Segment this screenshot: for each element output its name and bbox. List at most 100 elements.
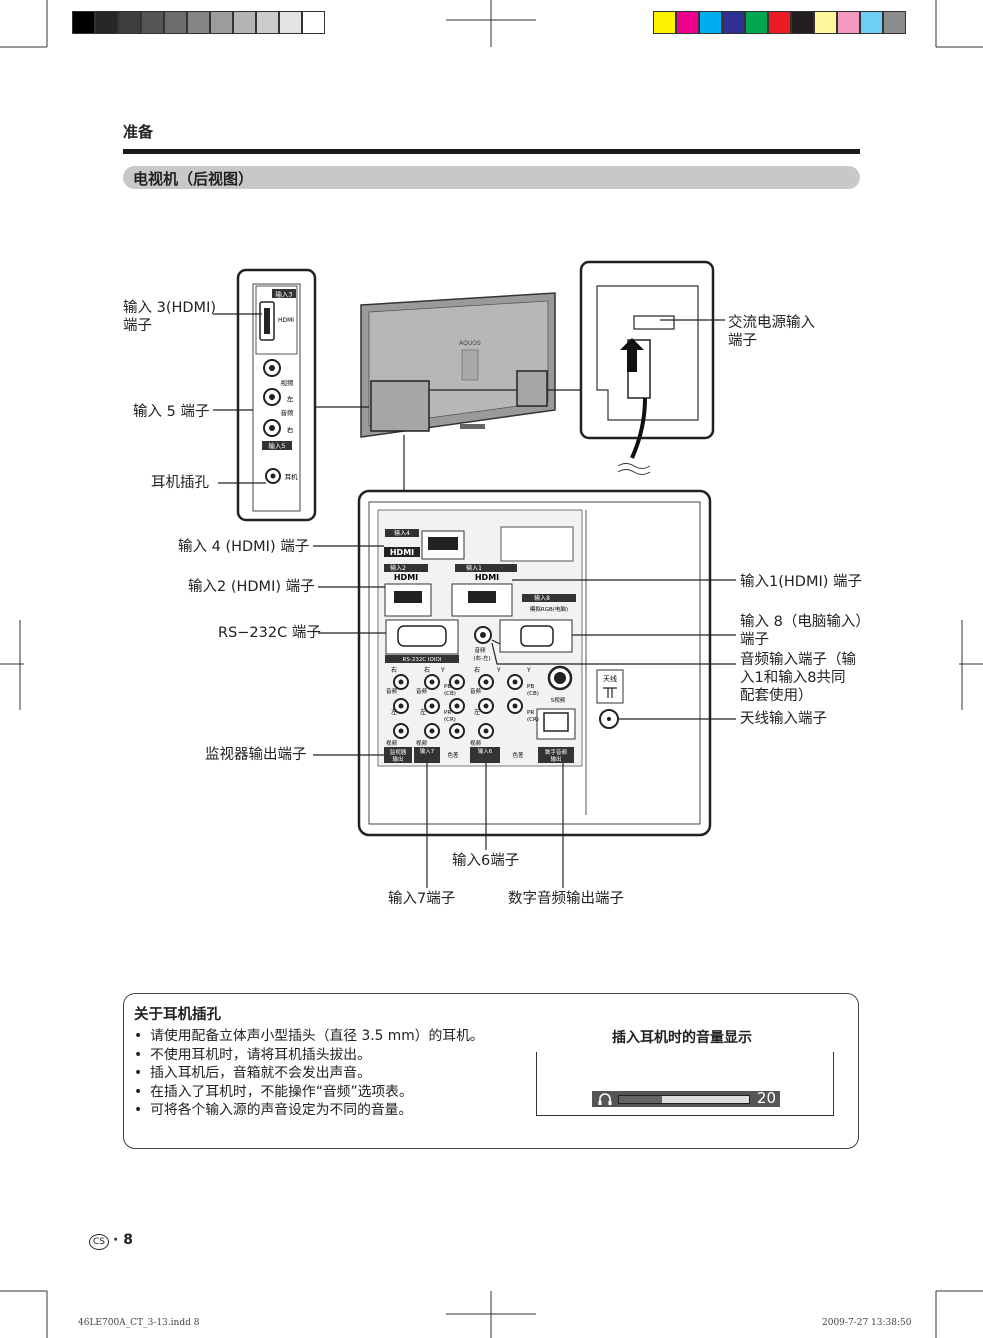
subsection-banner: 电视机（后视图）	[123, 166, 860, 189]
color-swatch	[233, 11, 256, 34]
label-monitor-output: 监视器输出端子	[205, 747, 307, 763]
color-swatch	[210, 11, 233, 34]
footer-file: 46LE700A_CT_3-13.indd 8	[78, 1318, 200, 1328]
svg-text:音频: 音频	[416, 687, 428, 695]
svg-text:PR: PR	[527, 710, 534, 716]
subsection-title: 电视机（后视图）	[133, 170, 254, 188]
label-hdmi2-terminal: 输入2 (HDMI) 端子	[188, 579, 315, 595]
svg-text:输出: 输出	[392, 755, 403, 763]
color-swatch	[791, 11, 814, 34]
svg-text:视频: 视频	[386, 739, 398, 747]
svg-text:右: 右	[424, 666, 430, 674]
list-item: 可将各个输入源的声音设定为不同的音量。	[134, 1101, 484, 1120]
ac-inlet-inset	[579, 260, 715, 475]
color-swatch	[768, 11, 791, 34]
svg-text:HDMI: HDMI	[394, 573, 418, 582]
svg-text:右: 右	[391, 666, 397, 674]
svg-text:HDMI: HDMI	[475, 573, 499, 582]
svg-text:输入4: 输入4	[394, 529, 410, 537]
color-swatch	[187, 11, 210, 34]
note-title: 关于耳机插孔	[134, 1007, 221, 1023]
list-item: 在插入了耳机时，不能操作“音频”选项表。	[134, 1083, 484, 1102]
svg-text:Y: Y	[440, 667, 445, 674]
headphone-icon	[598, 1093, 612, 1105]
label-antenna-input: 天线输入端子	[740, 711, 827, 727]
label-digital-audio-output: 数字音频输出端子	[508, 891, 624, 907]
svg-text:左: 左	[420, 708, 426, 716]
label-headphone-jack: 耳机插孔	[151, 475, 209, 491]
label-input6-terminal: 输入6端子	[452, 853, 520, 869]
color-swatch	[722, 11, 745, 34]
svg-text:音频: 音频	[470, 687, 482, 695]
svg-text:视频: 视频	[416, 739, 428, 747]
svg-text:(CR): (CR)	[444, 717, 456, 723]
label-hdmi1-terminal: 输入1(HDMI) 端子	[740, 574, 863, 590]
svg-text:左: 左	[287, 394, 294, 403]
side-panel-inset: 输入3 HDMI 视频 左 音频 右 输入5 耳机	[236, 268, 317, 522]
volume-display-title: 插入耳机时的音量显示	[612, 1030, 752, 1046]
svg-text:数字音频: 数字音频	[545, 748, 568, 756]
svg-text:左: 左	[391, 708, 397, 716]
svg-text:S视频: S视频	[551, 696, 566, 704]
svg-text:Y: Y	[526, 667, 531, 674]
page-number: CS· 8	[89, 1232, 133, 1250]
list-item: 插入耳机后，音箱就不会发出声音。	[134, 1064, 484, 1083]
color-swatch	[883, 11, 906, 34]
label-hdmi3-terminal: 输入 3(HDMI)端子	[123, 300, 217, 334]
volume-osd-bar: 20	[592, 1089, 780, 1107]
svg-text:输出: 输出	[550, 755, 561, 763]
svg-text:右: 右	[287, 425, 294, 434]
svg-text:(右-左): (右-左)	[473, 654, 490, 662]
note-list: 请使用配备立体声小型插头（直径 3.5 mm）的耳机。 不使用耳机时，请将耳机插…	[134, 1027, 484, 1120]
leader-lines	[213, 313, 736, 888]
header-rule	[123, 149, 860, 154]
color-swatch	[256, 11, 279, 34]
label-input7-terminal: 输入7端子	[388, 891, 456, 907]
color-calibration-bar	[653, 11, 906, 34]
label-ac-input: 交流电源输入端子	[728, 315, 815, 349]
color-swatch	[653, 11, 676, 34]
color-swatch	[676, 11, 699, 34]
headphone-note-box: 关于耳机插孔 请使用配备立体声小型插头（直径 3.5 mm）的耳机。 不使用耳机…	[123, 993, 859, 1149]
list-item: 不使用耳机时，请将耳机插头拔出。	[134, 1046, 484, 1065]
svg-text:PR: PR	[444, 710, 451, 716]
svg-text:音频: 音频	[474, 646, 486, 654]
svg-text:输入6: 输入6	[478, 747, 493, 755]
svg-text:HDMI: HDMI	[278, 317, 294, 324]
svg-text:视频: 视频	[470, 739, 482, 747]
svg-text:输入7: 输入7	[420, 747, 435, 755]
svg-text:监视器: 监视器	[390, 748, 407, 756]
label-rs232c-terminal: RS−232C 端子	[218, 625, 321, 641]
volume-fill	[619, 1096, 662, 1103]
color-swatch	[279, 11, 302, 34]
svg-text:输入1: 输入1	[466, 564, 482, 572]
list-item: 请使用配备立体声小型插头（直径 3.5 mm）的耳机。	[134, 1027, 484, 1046]
svg-text:输入2: 输入2	[390, 564, 406, 572]
language-mark: CS	[89, 1234, 109, 1250]
tv-back-illustration: AQUOS	[360, 292, 556, 438]
svg-text:模拟RGB(电脑): 模拟RGB(电脑)	[530, 605, 568, 613]
gray-calibration-bar	[72, 11, 325, 34]
svg-text:右: 右	[474, 666, 480, 674]
svg-text:PB: PB	[444, 684, 451, 690]
color-swatch	[814, 11, 837, 34]
svg-text:音频: 音频	[281, 408, 295, 417]
footer-datetime: 2009-7-27 13:38:50	[822, 1318, 912, 1328]
color-swatch	[699, 11, 722, 34]
rear-panel-enlarged: 输入4 HDMI 输入2 HDMI 输入1 HDMI 输入8 模拟RGB(电脑)…	[357, 489, 712, 837]
svg-text:色差: 色差	[447, 751, 459, 759]
svg-text:天线: 天线	[603, 674, 617, 683]
volume-track	[618, 1095, 750, 1104]
label-audio-input: 音频输入端子（输入1和输入8共同配套使用）	[740, 652, 856, 704]
svg-text:PB: PB	[527, 684, 534, 690]
svg-text:色差: 色差	[512, 751, 524, 759]
svg-text:HDMI: HDMI	[390, 548, 414, 557]
color-swatch	[164, 11, 187, 34]
svg-text:左: 左	[474, 708, 480, 716]
color-swatch	[141, 11, 164, 34]
volume-display-panel: 20	[536, 1052, 834, 1116]
svg-text:RS-232C IOIOI: RS-232C IOIOI	[403, 657, 442, 663]
label-hdmi4-terminal: 输入 4 (HDMI) 端子	[178, 539, 310, 555]
